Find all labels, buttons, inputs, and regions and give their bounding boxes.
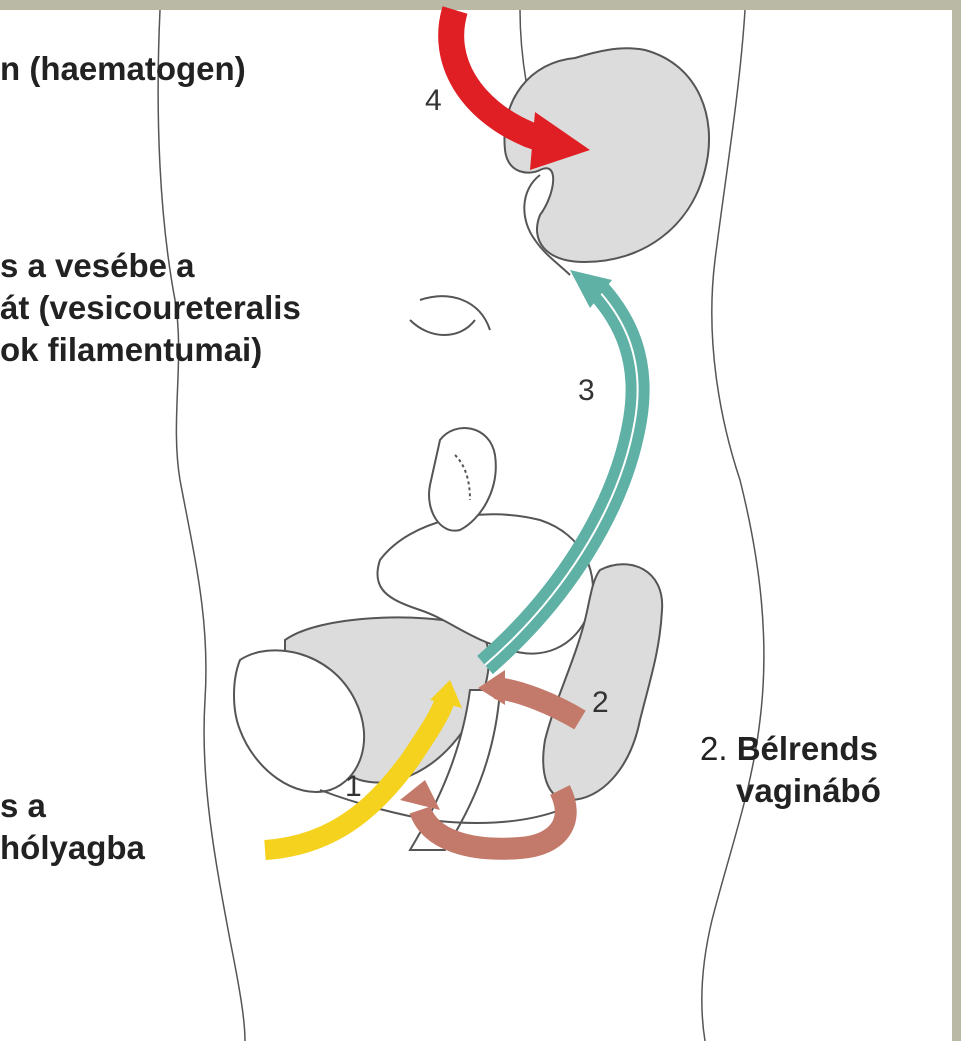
caption-route-2-line-1: Bélrends <box>737 730 878 767</box>
caption-route-2-number: 2. <box>700 730 728 767</box>
caption-route-2-line-2: vaginábó <box>700 770 881 812</box>
route-number-2: 2 <box>592 686 609 719</box>
route-number-4: 4 <box>425 84 442 117</box>
route-number-1: 1 <box>345 770 362 803</box>
caption-route-3-line-3: ok filamentumai) <box>0 329 301 371</box>
caption-route-3: s a vesébe a át (vesicoureteralis ok fil… <box>0 245 301 371</box>
canvas-top-edge <box>0 0 961 10</box>
caption-route-3-line-2: át (vesicoureteralis <box>0 287 301 329</box>
caption-route-3-line-1: s a vesébe a <box>0 245 301 287</box>
caption-route-2: 2. Bélrends vaginábó <box>700 728 881 812</box>
caption-route-1: s a hólyagba <box>0 785 145 869</box>
caption-route-4-text: n (haematogen) <box>0 48 246 90</box>
caption-route-4: n (haematogen) <box>0 48 246 90</box>
caption-route-1-line-1: s a <box>0 785 145 827</box>
caption-route-1-line-2: hólyagba <box>0 827 145 869</box>
route-number-3: 3 <box>578 374 595 407</box>
